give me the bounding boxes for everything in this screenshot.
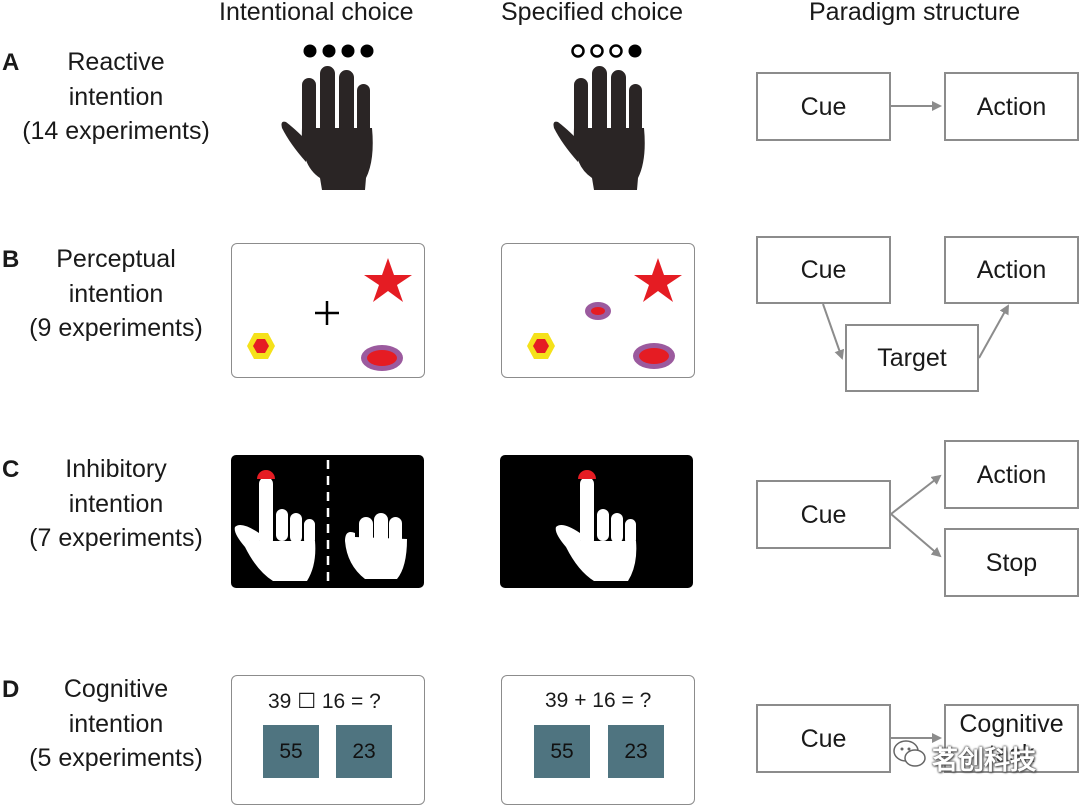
inhibitory-stimuli: [234, 460, 407, 583]
paradigm-d-cue-box: Cue: [756, 704, 891, 773]
finger-dots-filled: [303, 44, 374, 58]
row-label-c-line1: Inhibitory: [65, 455, 167, 483]
paradigm-c-cue-box: Cue: [756, 480, 891, 549]
wechat-logo-icon: [893, 740, 926, 767]
paradigm-b-action-box: Action: [944, 236, 1079, 304]
finger-dot: [360, 44, 374, 58]
ellipse-icon: [633, 343, 675, 369]
arrow-c-cue-action: [890, 474, 942, 515]
paradigm-a-cue-box: Cue: [756, 72, 891, 141]
ellipse-icon: [361, 345, 403, 371]
column-header-intentional: Intentional choice: [219, 0, 414, 26]
star-icon: [634, 258, 682, 302]
watermark-text: 茗创科技: [932, 745, 1037, 775]
row-label-c-line2: intention: [68, 489, 164, 518]
row-letter-b: B: [2, 246, 20, 273]
pointing-hand-icon: [555, 477, 637, 581]
paradigm-c-action-box: Action: [944, 440, 1079, 509]
perceptual-stimuli-specified: [527, 258, 682, 369]
row-label-b-line1: Perceptual: [56, 245, 176, 273]
paradigm-a-action-box: Action: [944, 72, 1079, 141]
row-letter-c: C: [2, 456, 20, 483]
hexagon-icon: [527, 333, 555, 359]
finger-dot-empty: [571, 44, 585, 58]
arrow-b-cue-target: [822, 303, 845, 360]
row-letter-a: A: [2, 49, 20, 76]
touch-dot-icon: [578, 470, 596, 479]
option-tile-23: 23: [608, 725, 664, 778]
option-tile-55: 55: [263, 725, 319, 778]
row-label-c: Inhibitory intention (7 experiments): [0, 452, 232, 556]
row-label-d: Cognitive intention (5 experiments): [0, 672, 232, 776]
specified-hand-figure: [553, 44, 645, 190]
row-label-a-line1: Reactive: [67, 48, 165, 76]
finger-dot-empty: [609, 44, 623, 58]
finger-dot: [322, 44, 336, 58]
column-header-paradigm: Paradigm structure: [809, 0, 1021, 26]
option-tile-23: 23: [336, 725, 392, 778]
fist-icon: [345, 513, 407, 579]
row-label-b-line2: intention: [68, 279, 164, 308]
row-label-a: Reactive intention (14 experiments): [0, 45, 232, 149]
row-label-d-line2: intention: [68, 709, 164, 738]
specified-equation: 39 + 16 = ?: [545, 689, 652, 712]
perceptual-stimuli: [247, 258, 412, 371]
cross-icon: [315, 301, 339, 325]
intentional-equation: 39 ☐ 16 = ?: [268, 690, 381, 713]
row-label-b-line3: (9 experiments): [29, 314, 203, 342]
arrow-b-target-action: [978, 304, 1009, 359]
row-label-c-line3: (7 experiments): [29, 524, 203, 552]
paradigm-b-target-box: Target: [845, 324, 979, 392]
finger-dots-one-filled: [571, 44, 642, 58]
specified-perceptual-panel: [501, 243, 695, 378]
intentional-inhibitory-panel: [231, 455, 424, 588]
specified-inhibitory-panel: [500, 455, 693, 588]
row-label-d-line1: Cognitive: [63, 675, 169, 703]
row-label-d-line3: (5 experiments): [29, 744, 203, 772]
small-ellipse-icon: [585, 302, 611, 320]
hexagon-icon: [247, 333, 275, 359]
option-tile-55: 55: [534, 725, 590, 778]
inhibitory-stimuli-specified: [555, 470, 637, 581]
paradigm-d-task-box: Cognitive task: [944, 704, 1079, 773]
row-label-a-line2: intention: [68, 82, 164, 111]
hand-icon: [281, 66, 373, 190]
pointing-hand-icon: [234, 477, 316, 581]
paradigm-b-cue-box: Cue: [756, 236, 891, 304]
touch-dot-icon: [257, 470, 275, 479]
hand-icon: [553, 66, 645, 190]
column-header-specified: Specified choice: [501, 0, 684, 26]
row-letter-d: D: [2, 676, 20, 703]
row-label-b: Perceptual intention (9 experiments): [0, 242, 232, 346]
finger-dot-empty: [590, 44, 604, 58]
row-label-a-line3: (14 experiments): [22, 117, 210, 145]
specified-cognitive-panel: 39 + 16 = ? 55 23: [501, 675, 695, 805]
star-icon: [364, 258, 412, 302]
arrow-c-cue-stop: [890, 513, 942, 558]
paradigm-c-stop-box: Stop: [944, 528, 1079, 597]
finger-dot: [628, 44, 642, 58]
intentional-cognitive-panel: 39 ☐ 16 = ? 55 23: [231, 675, 425, 805]
intentional-perceptual-panel: [231, 243, 425, 378]
finger-dot: [341, 44, 355, 58]
intentional-hand-figure: [281, 44, 374, 190]
finger-dot: [303, 44, 317, 58]
